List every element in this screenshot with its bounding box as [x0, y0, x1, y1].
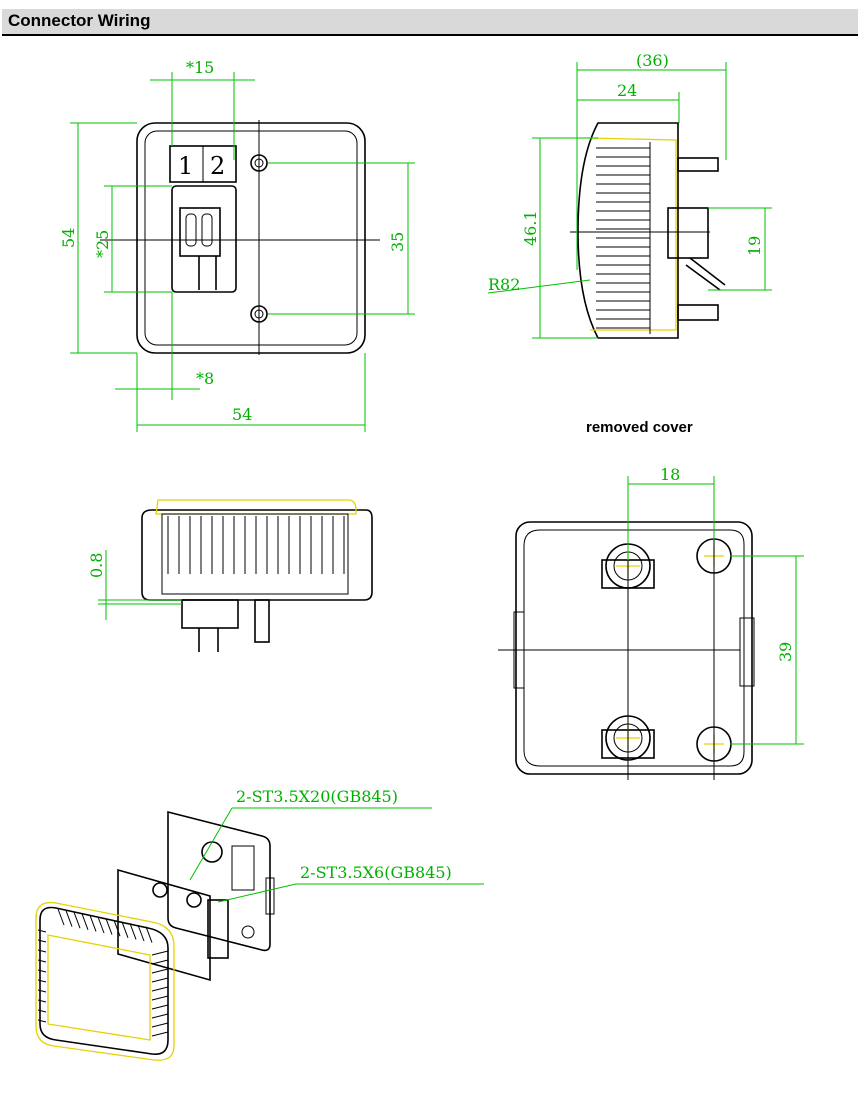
fin-line	[37, 959, 47, 963]
dim-pin-offset: *8	[196, 369, 214, 388]
fin-line	[151, 968, 169, 974]
fin-line	[151, 959, 169, 965]
dim-screw-pitch-y: 39	[776, 642, 795, 662]
bottom-view: 0.8	[87, 499, 373, 652]
dim-side-height: 46.1	[521, 210, 540, 246]
dim-plug-height: 19	[745, 236, 764, 256]
fin-line	[151, 977, 169, 983]
fin-line	[151, 950, 169, 956]
fin-line	[97, 916, 105, 934]
fin-line	[145, 926, 153, 943]
fin-line	[151, 1004, 169, 1010]
fin-line	[137, 924, 145, 942]
fin-line	[121, 921, 129, 938]
callout-screw-short: 2-ST3.5X6(GB845)	[300, 863, 452, 882]
fin-line	[37, 929, 47, 933]
fin-line	[37, 979, 47, 983]
fin-line	[57, 908, 65, 926]
terminal-label-1: 1	[178, 152, 193, 180]
removed-cover-label: removed cover	[586, 419, 693, 436]
dim-radius: R82	[488, 275, 520, 294]
section-header: Connector Wiring	[2, 9, 858, 36]
fin-line	[113, 920, 121, 937]
dim-gap: 0.8	[87, 553, 106, 578]
dim-overall-depth: (36)	[636, 51, 669, 70]
exploded-view: 2-ST3.5X20(GB845) 2-ST3.5X6(GB845)	[35, 787, 484, 1061]
side-view: (36) 24 46.1 R82 19	[487, 51, 772, 339]
fin-line	[151, 995, 169, 1001]
terminal-label-2: 2	[210, 152, 225, 180]
fin-line	[37, 989, 47, 993]
dim-screw-pitch-x: 18	[660, 465, 680, 484]
cover-view: 18 39	[498, 465, 804, 780]
fin-line	[65, 910, 73, 927]
fin-line	[89, 915, 97, 932]
fin-line	[105, 918, 113, 935]
fin-line	[37, 949, 47, 953]
dim-height: 54	[59, 228, 78, 248]
fin-line	[37, 1019, 47, 1023]
fin-line	[151, 986, 169, 992]
fin-line	[37, 1009, 47, 1013]
fin-line	[37, 939, 47, 943]
fin-line	[37, 999, 47, 1003]
fin-line	[151, 1031, 169, 1037]
callout-screw-long: 2-ST3.5X20(GB845)	[236, 787, 398, 806]
fin-line	[73, 912, 81, 929]
section-title: Connector Wiring	[8, 11, 151, 30]
fin-line	[129, 923, 137, 940]
fin-line	[151, 1022, 169, 1028]
fin-line	[151, 1013, 169, 1019]
fin-line	[81, 913, 89, 930]
fin-line	[37, 969, 47, 973]
dim-inner-height: *25	[93, 230, 112, 258]
dim-width: 54	[232, 405, 252, 424]
dim-terminal-pitch: *15	[186, 58, 214, 77]
front-view: 1 2 *15 54 *25 35 *8	[59, 58, 415, 432]
dim-mount-pitch: 35	[388, 232, 407, 252]
dim-body-depth: 24	[617, 81, 637, 100]
